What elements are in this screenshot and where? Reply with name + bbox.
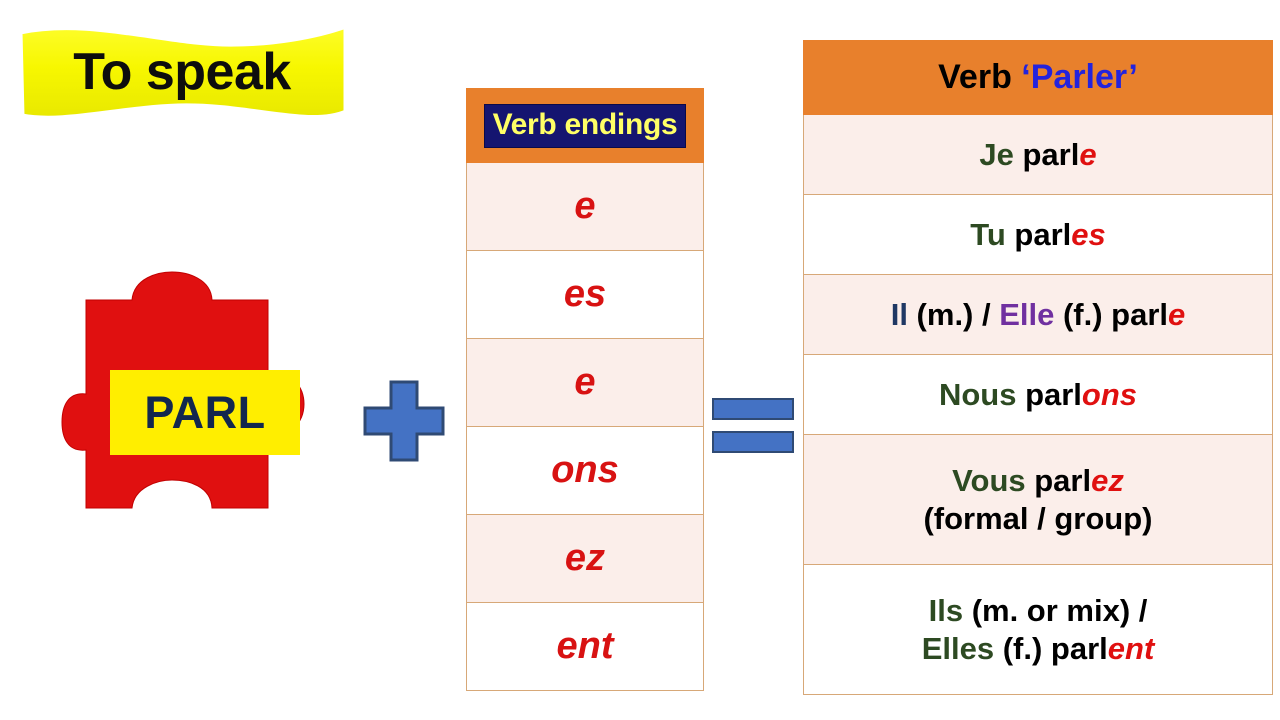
verb-ending-row: ez: [466, 515, 704, 603]
title-banner: To speak: [8, 12, 356, 134]
verb-endings-header-label: Verb endings: [492, 107, 678, 141]
verb-ending-row: ons: [466, 427, 704, 515]
verb-ending-text: e: [574, 185, 596, 227]
conjugation-pronoun: Elles: [921, 630, 995, 666]
conjugation-pronoun: Je: [979, 136, 1023, 172]
conjugation-header-prefix: Verb: [938, 58, 1022, 96]
puzzle-label-band: PARL: [110, 370, 300, 455]
conjugation-stem: parl: [1014, 216, 1072, 252]
equals-bar-top: [712, 398, 794, 420]
conjugation-line: Ils (m. or mix) /: [929, 592, 1148, 630]
verb-ending-row: e: [466, 163, 704, 251]
conjugation-line: Il (m.) / Elle (f.) parle: [891, 296, 1186, 334]
conjugation-ending: es: [1071, 216, 1106, 252]
conjugation-pronoun: Ils: [928, 592, 964, 628]
conjugation-pronoun: Elle: [999, 296, 1055, 332]
conjugation-line: Elles (f.) parlent: [922, 630, 1155, 668]
conjugation-ending: e: [1168, 296, 1186, 332]
equals-operator-icon: [712, 398, 794, 460]
conjugation-pronoun: Nous: [938, 376, 1026, 412]
conjugation-pronoun: Il: [890, 296, 908, 332]
verb-ending-text: e: [574, 361, 596, 403]
conjugation-stem: parl: [1022, 136, 1080, 172]
puzzle-piece: PARL: [42, 232, 352, 562]
conjugation-stem: (m.) /: [907, 296, 1000, 332]
conjugation-stem: (f.) parl: [994, 630, 1108, 666]
verb-ending-text: ent: [556, 625, 614, 667]
conjugation-line: Je parle: [979, 136, 1096, 174]
conjugation-table-header: Verb ‘Parler’: [803, 40, 1273, 115]
conjugation-row: Tu parles: [803, 195, 1273, 275]
conjugation-line: Vous parlez: [952, 462, 1124, 500]
conjugation-stem: (formal / group): [923, 500, 1153, 536]
plus-operator-icon: [358, 378, 450, 470]
conjugation-row: Je parle: [803, 115, 1273, 195]
verb-endings-header-box: Verb endings: [483, 103, 687, 148]
conjugation-line: Nous parlons: [939, 376, 1137, 414]
conjugation-stem: parl: [1034, 462, 1092, 498]
conjugation-line: (formal / group): [923, 500, 1152, 538]
conjugation-line: Tu parles: [970, 216, 1106, 254]
verb-ending-row: e: [466, 339, 704, 427]
conjugation-ending: ons: [1081, 376, 1138, 412]
conjugation-pronoun: Tu: [970, 216, 1015, 252]
verb-ending-text: ons: [551, 449, 619, 491]
verb-endings-rows: e es e ons ez ent: [466, 163, 704, 691]
conjugation-stem: (f.) parl: [1054, 296, 1169, 332]
verb-ending-row: es: [466, 251, 704, 339]
verb-endings-table: Verb endings e es e ons ez ent: [466, 88, 704, 692]
conjugation-row: Nous parlons: [803, 355, 1273, 435]
verb-ending-text: es: [563, 273, 607, 315]
title-banner-shape: [17, 22, 349, 121]
verb-ending-row: ent: [466, 603, 704, 691]
conjugation-stem: (m. or mix) /: [963, 592, 1148, 628]
conjugation-row: Vous parlez(formal / group): [803, 435, 1273, 565]
conjugation-pronoun: Vous: [952, 462, 1035, 498]
conjugation-ending: ez: [1091, 462, 1124, 498]
conjugation-ending: e: [1079, 136, 1097, 172]
conjugation-row: Il (m.) / Elle (f.) parle: [803, 275, 1273, 355]
verb-ending-text: ez: [564, 537, 606, 579]
title-banner-label: To speak: [73, 43, 291, 101]
conjugation-ending: ent: [1107, 630, 1155, 666]
conjugation-table-header-label: Verb ‘Parler’: [938, 58, 1138, 97]
conjugation-row: Ils (m. or mix) /Elles (f.) parlent: [803, 565, 1273, 695]
puzzle-stem-label: PARL: [144, 386, 266, 438]
equals-bar-bottom: [712, 431, 794, 453]
conjugation-header-verb: ‘Parler’: [1021, 58, 1138, 96]
conjugation-stem: parl: [1025, 376, 1082, 412]
verb-endings-table-header: Verb endings: [466, 88, 704, 163]
